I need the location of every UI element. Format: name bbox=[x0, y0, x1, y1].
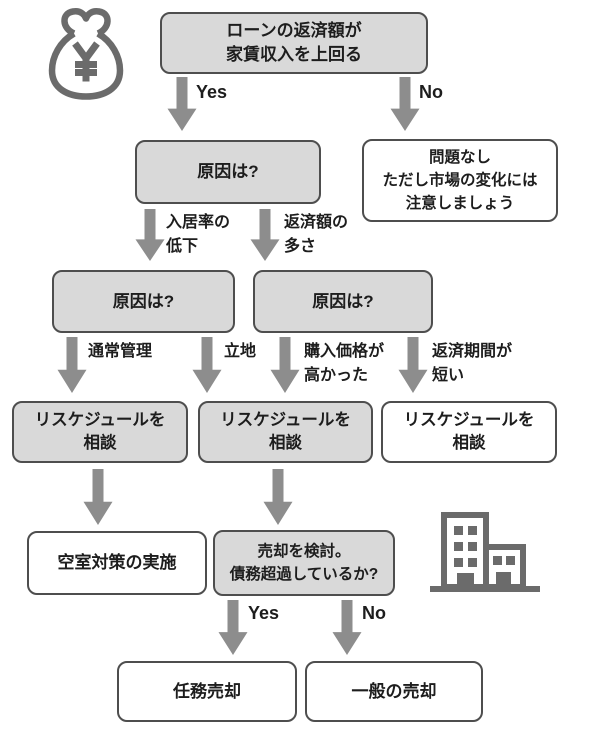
edge-label-repayment-period-short: 返済期間が 短い bbox=[432, 340, 512, 388]
edge-label-line: 返済額の bbox=[284, 214, 349, 231]
node-text-line: 問題なし bbox=[428, 148, 491, 166]
apartment-building-icon bbox=[430, 511, 544, 595]
node-text-line: 注意しましょう bbox=[405, 195, 515, 213]
arrow-down-occupancy bbox=[135, 209, 165, 262]
node-cause-2-right: 原因は? bbox=[253, 270, 433, 333]
node-reschedule-1: リスケジュールを 相談 bbox=[12, 401, 188, 463]
arrow-down-purchase-price bbox=[270, 337, 300, 394]
edge-label-line: 多さ bbox=[284, 238, 317, 255]
node-text-line: 原因は? bbox=[197, 162, 259, 182]
edge-label-no-2: No bbox=[362, 603, 386, 623]
node-text-line: ローンの返済額が bbox=[226, 21, 362, 41]
edge-label-yes-2: Yes bbox=[248, 603, 280, 623]
edge-label-line: 短い bbox=[432, 367, 465, 384]
edge-label-location: 立地 bbox=[224, 340, 256, 364]
node-loan-exceeds-income: ローンの返済額が 家賃収入を上回る bbox=[160, 12, 428, 74]
node-cause-2-left: 原因は? bbox=[52, 270, 235, 333]
node-voluntary-sale: 任務売却 bbox=[117, 661, 297, 722]
edge-label-purchase-price-high: 購入価格が 高かった bbox=[304, 340, 384, 388]
money-bag-yen-icon bbox=[46, 6, 126, 102]
node-reschedule-3: リスケジュールを 相談 bbox=[381, 401, 557, 463]
node-text-line: 相談 bbox=[452, 434, 486, 452]
edge-label-line: 低下 bbox=[166, 238, 199, 255]
arrow-down-no-1 bbox=[390, 77, 420, 132]
node-text-line: 原因は? bbox=[112, 291, 175, 311]
arrow-down-normal-mgmt bbox=[57, 337, 87, 394]
edge-label-line: 高かった bbox=[304, 367, 369, 384]
node-text-line: 任務売却 bbox=[173, 681, 241, 701]
edge-label-occupancy-decline: 入居率の 低下 bbox=[166, 211, 230, 259]
edge-label-repayment-amount: 返済額の 多さ bbox=[284, 211, 348, 259]
node-text-line: 相談 bbox=[269, 434, 302, 452]
edge-label-line: 通常管理 bbox=[88, 343, 153, 360]
node-text-line: リスケジュールを bbox=[34, 410, 166, 429]
node-text-line: 原因は? bbox=[312, 291, 374, 311]
arrow-down-to-sale bbox=[263, 469, 293, 526]
arrow-down-repayment bbox=[250, 209, 280, 262]
node-general-sale: 一般の売却 bbox=[305, 661, 483, 722]
node-text-line: 空室対策の実施 bbox=[57, 553, 177, 573]
node-text-line: 家賃収入を上回る bbox=[226, 45, 362, 64]
node-text-line: リスケジュールを bbox=[403, 410, 535, 429]
edge-label-normal-management: 通常管理 bbox=[88, 340, 152, 364]
edge-label-line: 入居率の bbox=[166, 214, 231, 231]
arrow-down-yes-2 bbox=[218, 600, 248, 656]
arrow-down-yes-1 bbox=[167, 77, 197, 132]
edge-label-line: 購入価格が bbox=[304, 343, 385, 360]
node-vacancy-measures: 空室対策の実施 bbox=[27, 531, 207, 595]
edge-label-yes-1: Yes bbox=[196, 82, 228, 102]
arrow-down-no-2 bbox=[332, 600, 362, 656]
node-text-line: リスケジュールを bbox=[220, 410, 351, 429]
node-reschedule-2: リスケジュールを 相談 bbox=[198, 401, 373, 463]
node-text-line: 債務超過しているか? bbox=[229, 566, 379, 583]
arrow-down-to-vacancy bbox=[83, 469, 113, 526]
node-text-line: 売却を検討。 bbox=[257, 542, 351, 560]
node-text-line: 一般の売却 bbox=[351, 681, 437, 701]
arrow-down-period-short bbox=[398, 337, 428, 394]
arrow-down-location bbox=[192, 337, 222, 394]
node-text-line: 相談 bbox=[83, 434, 117, 452]
node-no-problem: 問題なし ただし市場の変化には 注意しましょう bbox=[362, 139, 558, 222]
edge-label-line: 立地 bbox=[224, 343, 257, 360]
edge-label-no-1: No bbox=[419, 82, 443, 102]
edge-label-line: 返済期間が bbox=[432, 343, 513, 360]
node-consider-sale: 売却を検討。 債務超過しているか? bbox=[213, 530, 395, 596]
node-cause-1: 原因は? bbox=[135, 140, 321, 204]
node-text-line: ただし市場の変化には bbox=[382, 171, 538, 189]
